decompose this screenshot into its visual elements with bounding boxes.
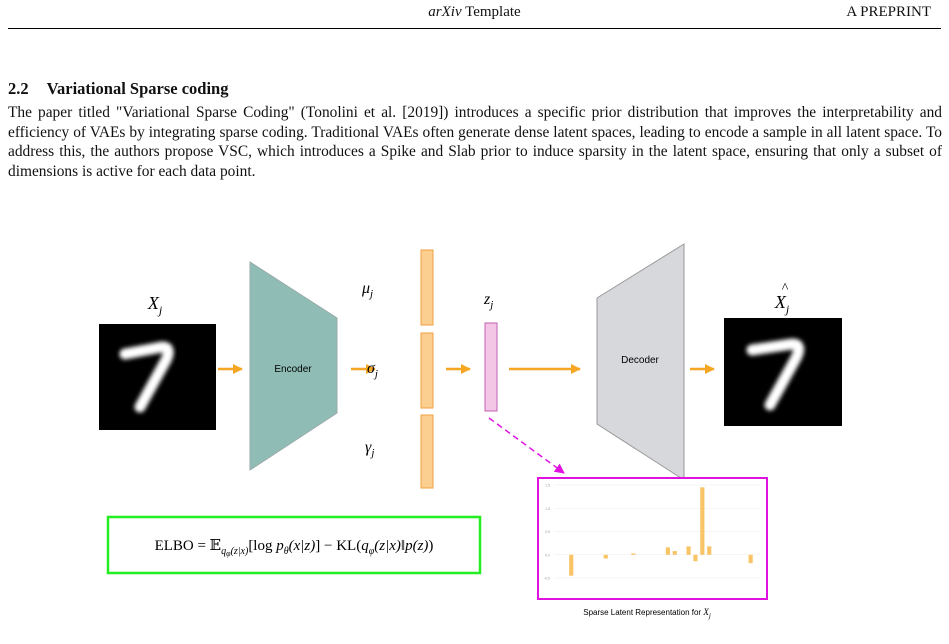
elbo-box <box>106 515 482 575</box>
running-header-title: arXiv Template <box>428 4 521 20</box>
chart-ytick-label: 1.5 <box>545 484 550 488</box>
section-heading: 2.2 Variational Sparse coding <box>8 79 228 99</box>
mu-bar <box>420 249 434 326</box>
gamma-label: γj <box>365 439 374 459</box>
input-image <box>99 324 216 430</box>
z-label: zj <box>483 291 493 311</box>
gamma-bar <box>420 414 434 489</box>
chart-bar <box>672 551 677 555</box>
chart-ytick-label: 1.0 <box>545 507 550 511</box>
input-label: Xj <box>147 293 163 317</box>
chart-bar <box>707 546 712 555</box>
chart-ytick-label: -0.5 <box>544 577 550 581</box>
section-title: Variational Sparse coding <box>46 79 229 98</box>
sparse-latent-chart: -0.5 0.0 0.5 1.0 1.5 <box>544 484 761 581</box>
sparse-caption: Sparse Latent Representation for Xj <box>583 607 711 620</box>
sigma-label: σj <box>367 360 378 380</box>
arrow-z-sparse-chart <box>488 417 565 474</box>
chart-bar <box>665 547 670 555</box>
running-header-right: A PREPRINT <box>846 4 931 20</box>
sigma-bar <box>420 332 434 409</box>
chart-bar <box>748 554 753 564</box>
output-hat: ^ <box>782 281 789 296</box>
chart-bar <box>631 553 636 555</box>
sparse-chart-box <box>537 477 768 600</box>
chart-bar <box>693 554 698 562</box>
chart-bar <box>686 546 691 555</box>
chart-ytick-label: 0.5 <box>545 530 550 534</box>
encoder-trapezoid <box>249 261 338 471</box>
chart-bar <box>569 554 574 576</box>
chart-bar <box>700 487 705 555</box>
mu-label: μj <box>361 280 373 300</box>
encoder-label: Encoder <box>274 364 312 375</box>
chart-bar <box>603 554 608 559</box>
section-number: 2.2 <box>8 79 29 98</box>
header-rule <box>8 28 941 29</box>
chart-ytick-label: 0.0 <box>545 553 550 557</box>
output-image <box>724 318 842 426</box>
body-paragraph: The paper titled "Variational Sparse Cod… <box>8 104 942 180</box>
z-bar <box>484 322 498 412</box>
decoder-label: Decoder <box>621 355 659 366</box>
